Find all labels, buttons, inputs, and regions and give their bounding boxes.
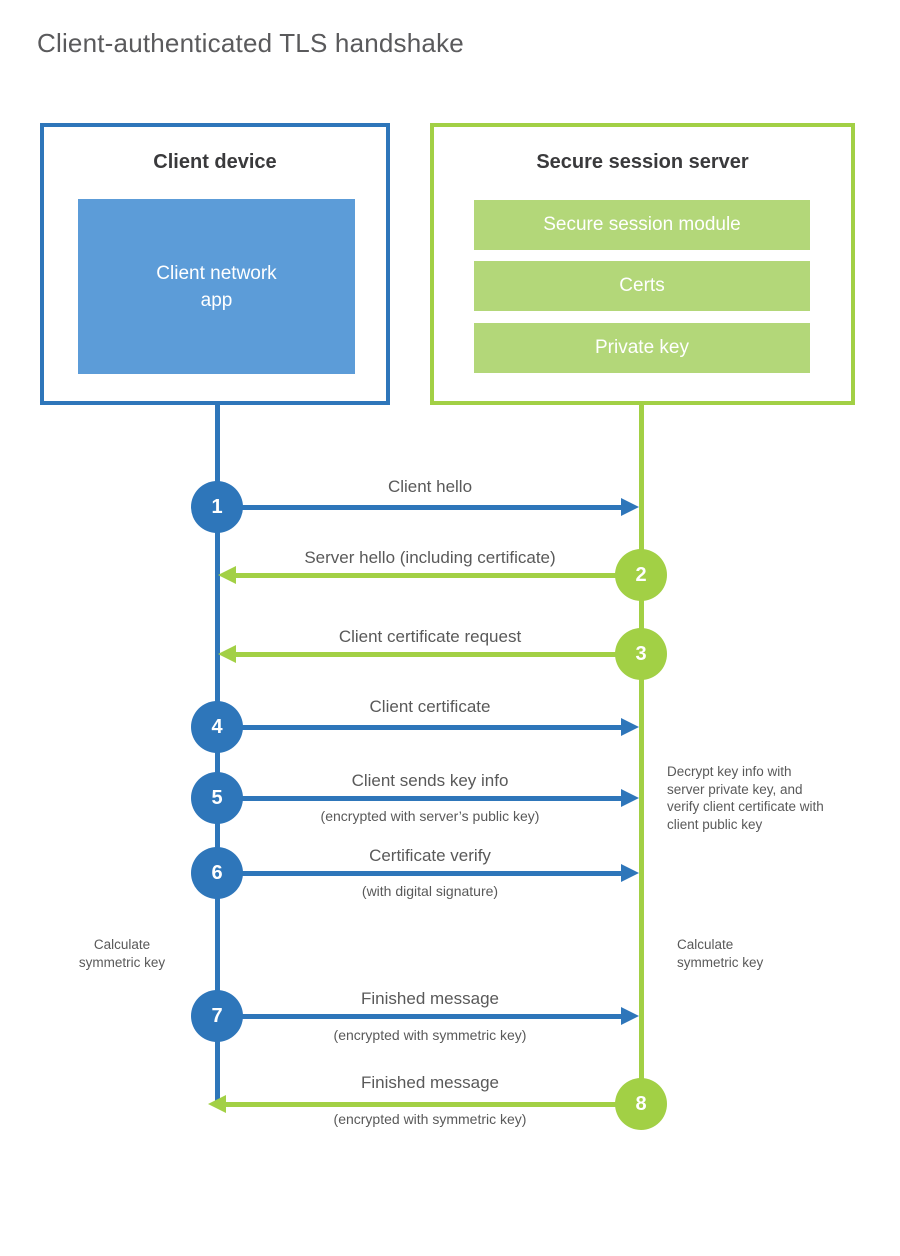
step-6-arrowhead-right-icon [621,864,639,882]
server-module-certs: Certs [474,261,810,311]
step-2-number-badge: 2 [615,549,667,601]
step-3-label: Client certificate request [338,627,522,646]
step-4-number-badge: 4 [191,701,243,753]
step-1-arrowhead-right-icon [621,498,639,516]
step-3-number-badge: 3 [615,628,667,680]
step-8-label: Finished message [361,1073,499,1092]
step-7-arrowhead-right-icon [621,1007,639,1025]
step-7-arrow [240,1014,622,1019]
server-module-secure-session: Secure session module [474,200,810,250]
step-4-arrow [240,725,622,730]
note-calculate-symmetric-key-server: Calculate symmetric key [677,937,764,970]
step-2-arrowhead-left-icon [218,566,236,584]
step-2-arrow [236,573,618,578]
step-7-number-badge: 7 [191,990,243,1042]
step-4-arrowhead-right-icon [621,718,639,736]
step-5-arrow [240,796,622,801]
step-1-arrow [240,505,622,510]
step-6-sublabel: (with digital signature) [361,883,499,899]
step-5-sublabel: (encrypted with server’s public key) [320,808,540,824]
client-lifeline [215,405,220,1105]
secure-session-server-title: Secure session server [536,151,749,173]
client-device-title: Client device [153,151,277,173]
step-5-number-badge: 5 [191,772,243,824]
step-8-sublabel: (encrypted with symmetric key) [333,1111,527,1127]
note-calculate-symmetric-key-client: Calculate symmetric key [78,937,166,970]
step-7-label: Finished message [361,989,499,1008]
step-1-label: Client hello [387,477,473,496]
step-8-number-badge: 8 [615,1078,667,1130]
step-2-label: Server hello (including certificate) [304,548,556,567]
step-5-label: Client sends key info [351,771,509,790]
step-3-arrow [236,652,618,657]
step-5-arrowhead-right-icon [621,789,639,807]
client-device-box: Client device Client network app [40,123,390,405]
step-6-number-badge: 6 [191,847,243,899]
step-4-label: Client certificate [369,697,491,716]
secure-session-server-box: Secure session server Secure session mod… [430,123,855,405]
step-8-arrowhead-left-icon [208,1095,226,1113]
step-3-arrowhead-left-icon [218,645,236,663]
step-6-label: Certificate verify [369,846,491,865]
step-1-number-badge: 1 [191,481,243,533]
server-lifeline [639,405,644,1104]
step-6-arrow [240,871,622,876]
page-title: Client-authenticated TLS handshake [37,28,464,58]
note-decrypt-key-info: Decrypt key info with server private key… [667,764,824,832]
step-8-arrow [226,1102,618,1107]
server-module-private-key: Private key [474,323,810,373]
step-7-sublabel: (encrypted with symmetric key) [333,1027,527,1043]
client-network-app-block: Client network app [78,199,355,374]
